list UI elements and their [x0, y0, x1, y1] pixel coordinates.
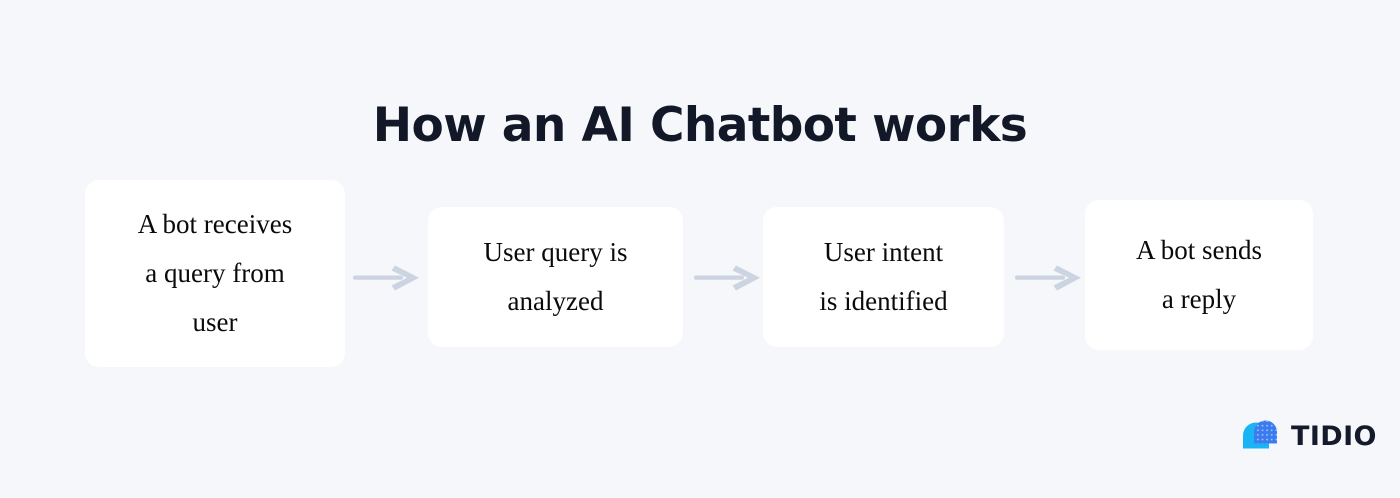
arrow-right-icon	[1015, 262, 1083, 294]
flow-step-label: A bot sends a reply	[1135, 235, 1262, 314]
flow-step-card-2: User query is analyzed	[428, 207, 683, 347]
flow-step-card-3: User intent is identified	[763, 207, 1004, 347]
flow-step-card-1: A bot receives a query from user	[85, 180, 345, 367]
tidio-logo: TIDIO	[1238, 412, 1376, 462]
arrow-right-icon	[353, 262, 421, 294]
tidio-chat-bubble-icon	[1238, 415, 1282, 459]
tidio-wordmark: TIDIO	[1291, 421, 1377, 452]
flow-step-label: User intent is identified	[819, 237, 948, 316]
flow-step-card-4: A bot sends a reply	[1085, 200, 1313, 350]
flow-step-label: A bot receives a query from user	[137, 209, 293, 337]
page-title: How an AI Chatbot works	[372, 98, 1028, 154]
arrow-right-icon	[694, 262, 762, 294]
flow-step-label: User query is analyzed	[483, 237, 628, 316]
